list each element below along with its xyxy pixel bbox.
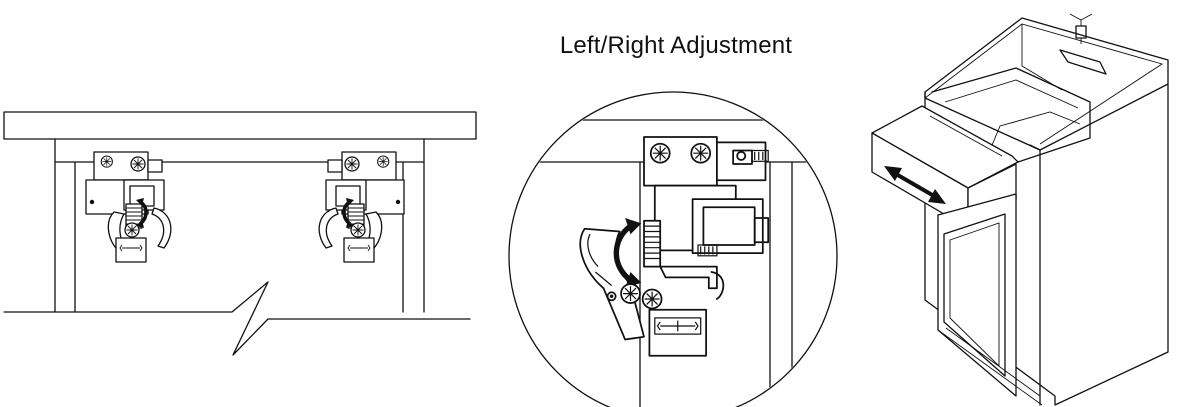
hinge-right <box>319 152 404 262</box>
countertop-edge <box>3 111 477 140</box>
cabinet-top-view <box>3 111 477 356</box>
hinge-detail-view <box>508 91 838 407</box>
hinge-left <box>86 152 171 262</box>
cabinet-door <box>937 193 1017 397</box>
diagram-title: Left/Right Adjustment <box>559 32 793 59</box>
cabinet-isometric <box>871 13 1169 406</box>
double-arrow-icon <box>884 166 946 204</box>
detail-circle <box>508 91 838 407</box>
break-line <box>3 281 471 356</box>
